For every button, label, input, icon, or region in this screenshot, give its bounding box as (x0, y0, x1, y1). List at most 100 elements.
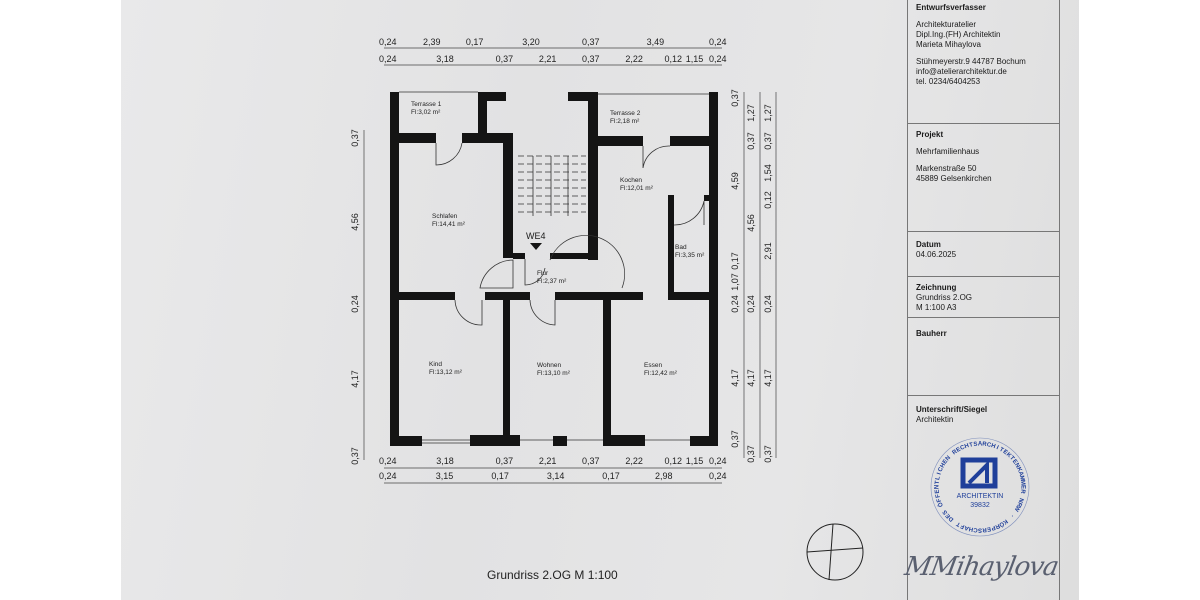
dimension-label: 0,24 (708, 37, 727, 47)
dimension-label: 0,37 (349, 129, 360, 148)
wall (478, 92, 487, 137)
dimension-label: 1,27 (762, 104, 773, 123)
dimension-label: 0,24 (708, 456, 727, 466)
stamp-ring-letter: W (1013, 504, 1021, 512)
designer-line: Marieta Mihaylova (916, 40, 981, 49)
room-name: Terrasse 1 (411, 101, 442, 108)
stamp-ring-letter: L (935, 475, 942, 480)
designer-heading: Entwurfsverfasser (916, 3, 986, 12)
stamp-ring-letter: T (1008, 455, 1015, 462)
dimension-label: 0,17 (729, 252, 740, 270)
dimension-label: 0,37 (581, 456, 600, 466)
wall (704, 195, 710, 201)
dimension-label: 0,37 (762, 445, 773, 463)
wall-bottom (390, 436, 422, 446)
entrance-label: WE4 (526, 231, 546, 241)
stamp-ring-letter: A (963, 524, 970, 531)
stamp-ring-letter: H (964, 443, 970, 450)
designer-address: Stühmeyerstr.9 44787 Bochum (916, 57, 1026, 66)
stamp-ring-letter: A (978, 442, 983, 448)
wall-bottom (603, 435, 645, 446)
wall (668, 292, 710, 300)
dimension-label: 0,37 (495, 54, 514, 64)
designer-line: Dipl.Ing.(FH) Architektin (916, 30, 1001, 39)
stamp-ring-letter: R (1019, 489, 1025, 495)
room-name: Flur (537, 270, 549, 277)
date-section: Datum 04.06.2025 (908, 232, 1059, 277)
dimension-label: 0,17 (491, 471, 509, 481)
dimension-label: 0,24 (349, 294, 360, 313)
stamp-ring-letter: R (982, 442, 988, 448)
stamp-ring-letter: N (1017, 497, 1024, 503)
title-block: Entwurfsverfasser Architekturatelier Dip… (907, 0, 1060, 600)
stamp-ring-letter: S (978, 526, 982, 532)
designer-phone: tel. 0234/6404253 (916, 77, 981, 86)
date-value: 04.06.2025 (916, 250, 957, 259)
room-area: Fl:13,10 m² (537, 370, 570, 377)
wall (603, 300, 611, 446)
dimension-label: 2,22 (625, 54, 643, 64)
dimension-label: 0,37 (729, 89, 740, 107)
door-swing (642, 145, 671, 169)
stamp-ring-letter: E (1019, 485, 1025, 489)
stamp-ring-letter: I (995, 445, 999, 451)
dimension-label: 0,17 (602, 471, 620, 481)
stamp-ring-letter: M (1019, 480, 1025, 486)
dimension-label: 3,18 (436, 54, 454, 64)
wall (668, 195, 674, 300)
project-street: Markenstraße 50 (916, 164, 977, 173)
stamp-ring-letter: F (960, 522, 966, 529)
client-heading: Bauherr (916, 329, 947, 338)
room-area: Fl:2,18 m² (610, 118, 640, 125)
stamp-ring-letter: R (1015, 501, 1023, 508)
stamp-ring-letter: E (935, 489, 941, 494)
dimension-lines (363, 47, 777, 484)
stamp-ring-letter: · (1009, 513, 1015, 519)
dimension-label: 3,20 (522, 37, 540, 47)
room-name: Bad (675, 244, 687, 251)
stamp-ring-letter: R (993, 522, 1000, 530)
dimension-label: 0,37 (745, 131, 756, 150)
wall (598, 136, 643, 146)
stamp-ring-letter: N (935, 485, 941, 489)
signature-heading: Unterschrift/Siegel (916, 405, 988, 414)
door-swing (454, 299, 483, 326)
dimension-label: 4,56 (349, 213, 360, 231)
dimension-label: 0,12 (664, 456, 682, 466)
dimension-label: 0,24 (379, 471, 397, 481)
dimension-label: 0,37 (349, 446, 360, 465)
stair-stringers (532, 156, 569, 216)
dimension-label: 0,24 (708, 54, 727, 64)
stamp-ring-letter: H (968, 525, 973, 532)
dimension-label: 4,17 (349, 369, 360, 388)
room-area: Fl:12,01 m² (620, 185, 653, 192)
signature-role: Architektin (916, 415, 954, 424)
stamp-ring-letter: S (973, 442, 978, 448)
stamp-ring-letter: E (945, 512, 952, 519)
dimension-label: 0,37 (581, 37, 600, 47)
entrance-arrow-icon (530, 243, 542, 250)
architect-logo-icon (960, 457, 998, 489)
stamp-ring-letter: C (960, 444, 967, 452)
wall (513, 253, 525, 259)
door-swing (549, 234, 626, 289)
wall-left (390, 92, 399, 446)
door-swing (479, 259, 514, 289)
wall (568, 92, 598, 101)
door-swing (529, 299, 556, 326)
stamp-ring-letter: C (972, 526, 978, 532)
stamp-ring-letter: H (940, 462, 947, 469)
stamp-ring-letter: Ö (997, 520, 1005, 529)
stamp-ring-letter: D (947, 514, 955, 522)
room-area: Fl:2,37 m² (537, 278, 567, 285)
wall (550, 253, 588, 259)
dimension-label: 1,27 (745, 104, 756, 123)
dimension-label: 0,24 (379, 54, 397, 64)
dimension-label: 0,37 (729, 430, 740, 448)
stamp-outline (930, 437, 1030, 537)
